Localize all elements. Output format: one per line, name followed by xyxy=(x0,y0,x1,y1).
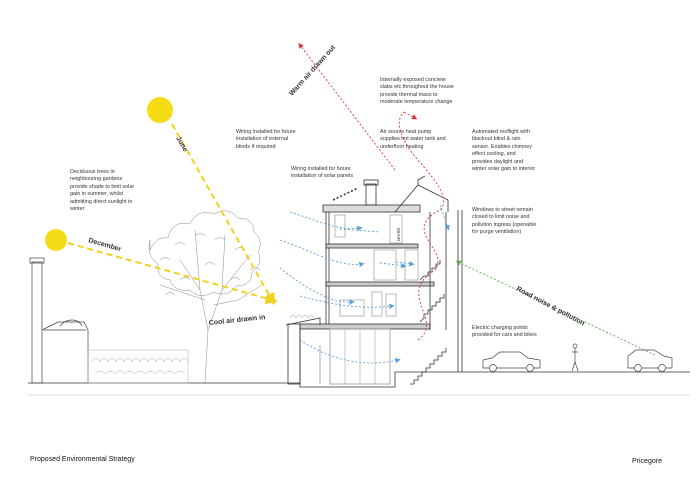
sun-december-icon xyxy=(45,229,67,251)
car-icon xyxy=(482,351,541,372)
road-noise-flow xyxy=(455,260,656,356)
person-icon xyxy=(571,343,579,372)
cool-air-flow xyxy=(279,204,450,364)
note-blinds: Wiring installed for future installation… xyxy=(236,129,296,150)
footer-title: Proposed Environmental Strategy xyxy=(30,456,135,463)
note-concrete: Internally exposed concrete slabs etc th… xyxy=(380,77,454,106)
ground-line xyxy=(28,371,690,388)
neighbour-building xyxy=(29,257,89,384)
car-right-icon xyxy=(627,349,673,372)
garden-hedge xyxy=(87,349,189,384)
house-section xyxy=(285,175,463,385)
warm-air-label: Warm air drawn out xyxy=(288,44,337,98)
note-solar: Wiring installed for future installation… xyxy=(291,166,354,180)
sun-ray-june xyxy=(171,123,275,306)
note-charging: Electric charging points provided for ca… xyxy=(472,325,537,339)
note-rooflight: Automated rooflight with blackout blind … xyxy=(472,129,536,173)
warm-air-flow xyxy=(298,42,445,341)
mvhr-label: MVHR xyxy=(396,228,401,242)
sun-ray-december xyxy=(67,242,278,305)
deciduous-tree xyxy=(148,210,263,384)
june-label: June xyxy=(174,136,188,154)
note-windows: Windows to street remain closed to limit… xyxy=(472,207,537,236)
cool-air-label: Cool air drawn in xyxy=(208,314,265,327)
footer-brand: Pricegore xyxy=(632,458,662,465)
road-noise-label: Road noise & pollution xyxy=(515,286,586,328)
note-trees: Deciduous trees in neighbouring gardens … xyxy=(70,169,135,213)
sun-june-icon xyxy=(147,97,173,123)
note-heat-pump: Air source heat pump supplies hot water … xyxy=(380,129,446,150)
